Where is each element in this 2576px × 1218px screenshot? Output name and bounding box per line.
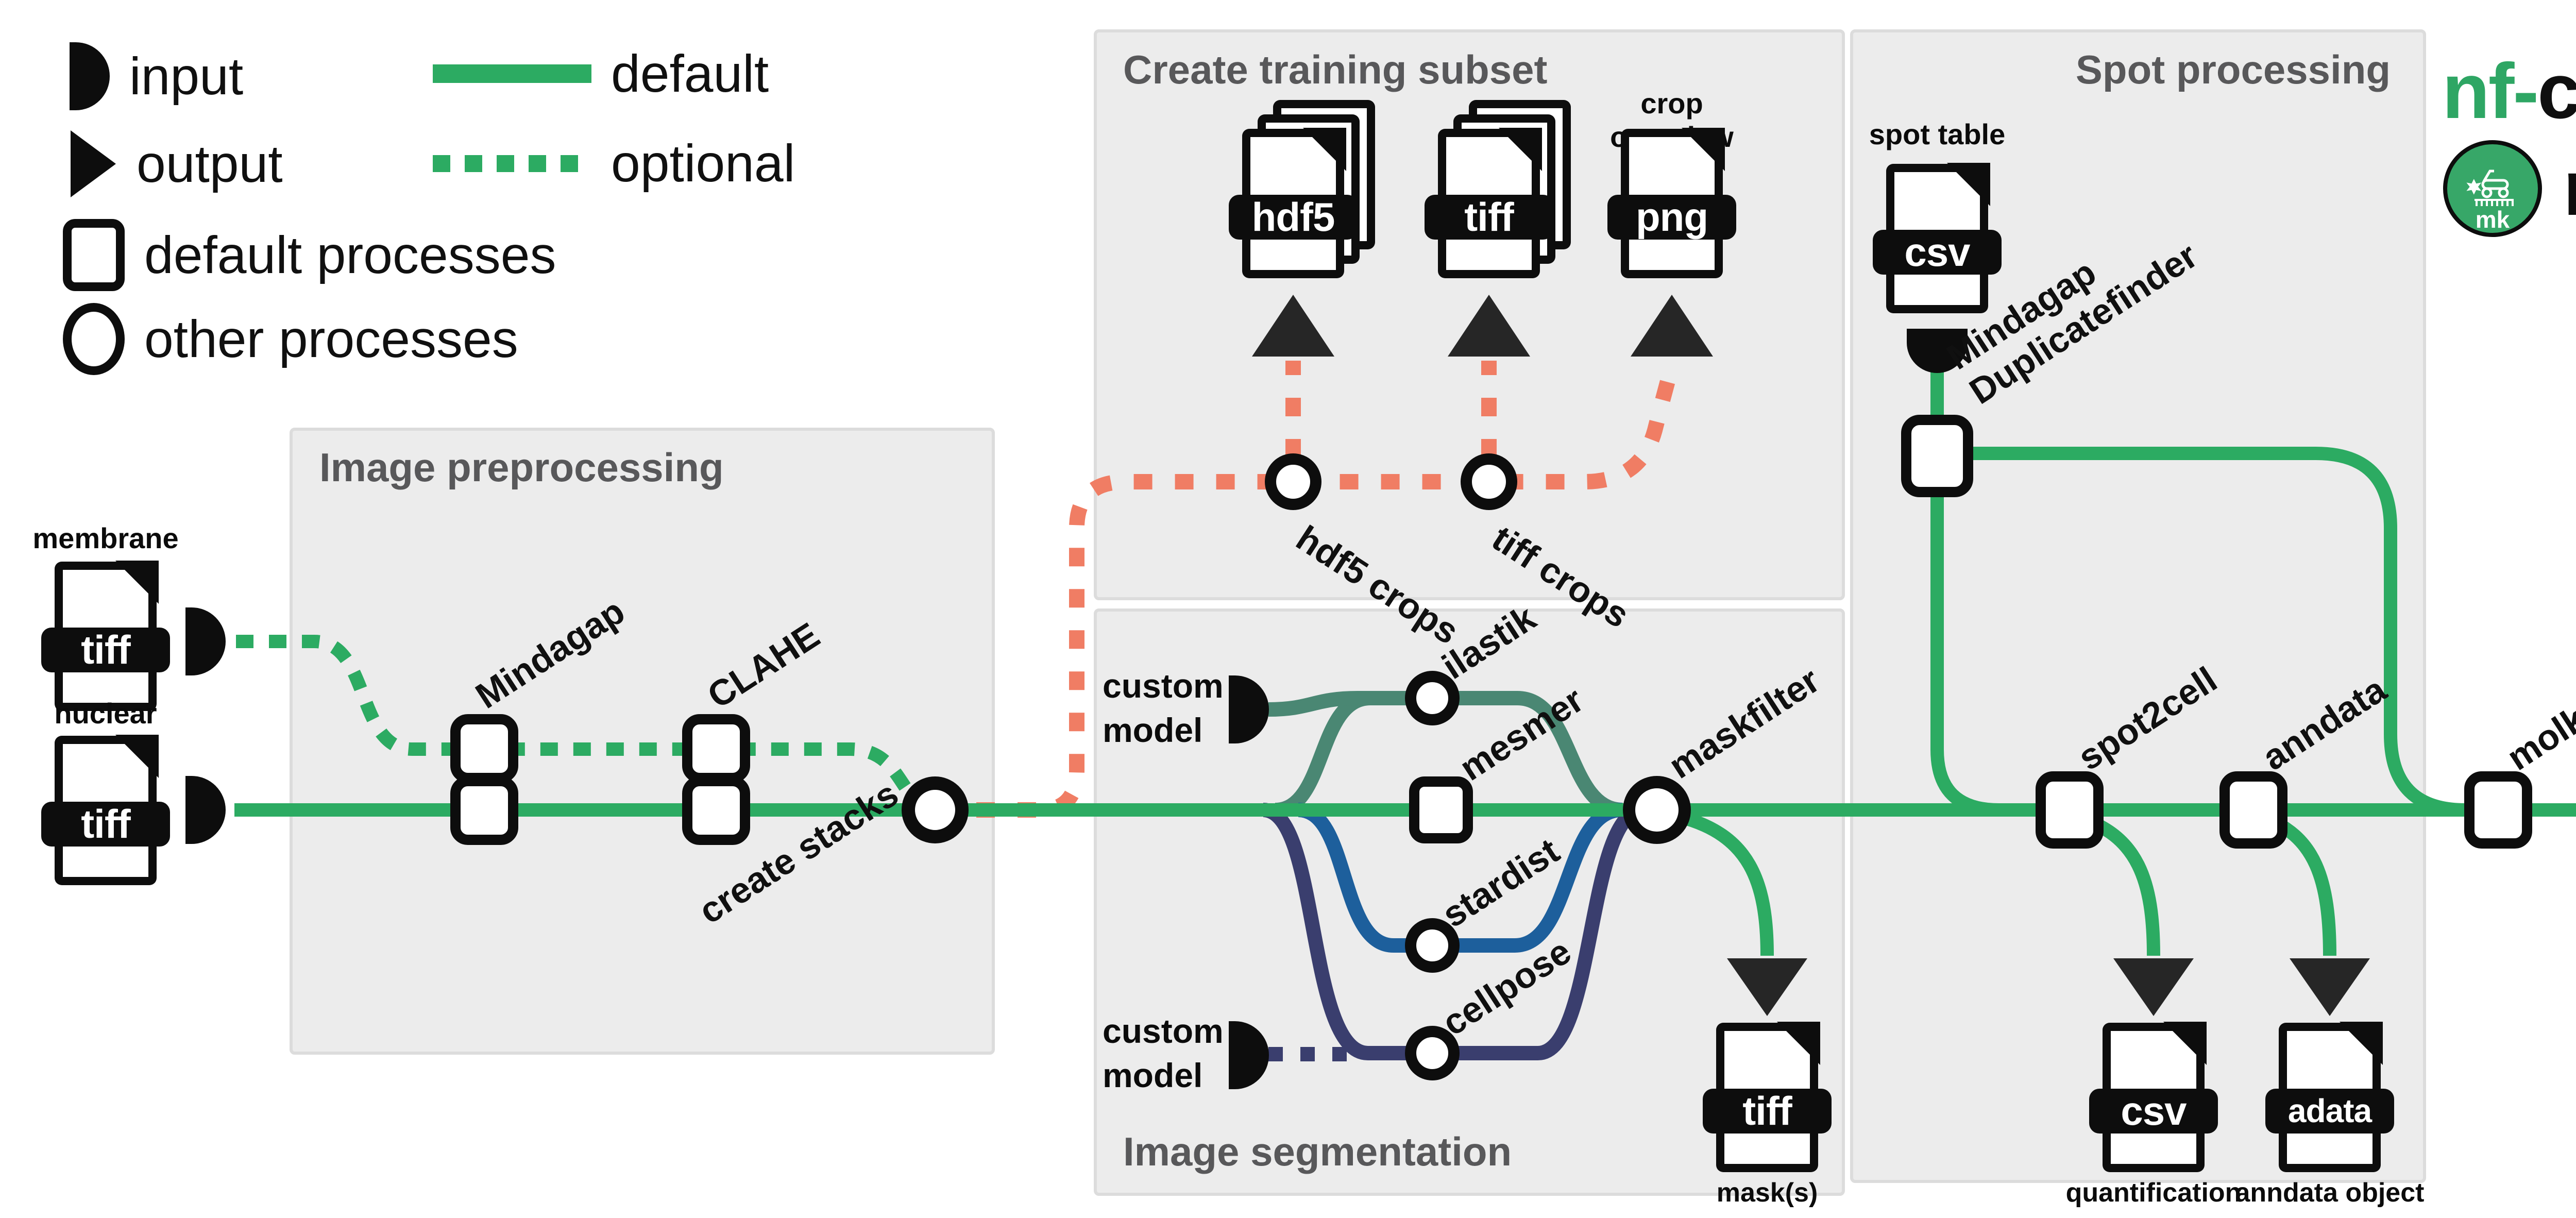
mk-badge-text: mk xyxy=(2475,206,2510,233)
title-image-segmentation: Image segmentation xyxy=(1123,1129,1512,1174)
node-molkartqc xyxy=(2464,771,2532,849)
mask-label: mask(s) xyxy=(1716,1178,1818,1208)
node-maskfilter xyxy=(1623,776,1691,844)
other-process-icon xyxy=(63,303,125,375)
png-file-ext: png xyxy=(1636,194,1708,240)
legend-other-processes-label: other processes xyxy=(144,309,518,368)
legend-row-default-line: default xyxy=(433,44,769,103)
mk-badge: mk xyxy=(2443,140,2542,237)
node-anndata xyxy=(2219,771,2287,849)
node-create-stacks xyxy=(902,776,969,843)
quantification-file-icon: csv xyxy=(2089,1022,2218,1172)
optional-line-icon xyxy=(433,155,591,172)
node-spot2cell xyxy=(2036,771,2104,849)
nuclear-file-icon: tiff xyxy=(41,735,170,885)
mask-file-icon: tiff xyxy=(1703,1022,1832,1172)
legend-output-label: output xyxy=(137,134,283,193)
legend-row-default-processes: default processes xyxy=(63,219,556,291)
custom-model-bottom-label: custom model xyxy=(1103,1012,1224,1094)
legend-input-label: input xyxy=(129,46,244,106)
node-mindagap-bottom xyxy=(450,776,518,845)
quantification-file-ext: csv xyxy=(2121,1088,2187,1134)
mower-icon xyxy=(2466,170,2514,206)
node-duplicatefinder xyxy=(1901,415,1973,497)
node-ilastik xyxy=(1405,671,1460,725)
spot-table-label: spot table xyxy=(1869,118,2006,150)
membrane-file-ext: tiff xyxy=(81,627,131,672)
node-stardist xyxy=(1405,918,1460,973)
node-hdf5-crops xyxy=(1265,453,1321,510)
nuclear-label: nuclear xyxy=(54,697,157,730)
edge-stardist xyxy=(1297,803,1623,953)
logo-molkart: molkart xyxy=(2563,143,2576,233)
node-mindagap-top xyxy=(450,714,518,783)
output-arrow-png xyxy=(1631,295,1713,357)
output-arrow-anndata xyxy=(2290,958,2370,1016)
logo-nf-green: nf- xyxy=(2442,47,2539,135)
edge-ilastik xyxy=(1268,691,1624,817)
membrane-file-icon: tiff xyxy=(41,561,170,711)
legend-optional-label: optional xyxy=(611,133,795,193)
edge-duplicatefinder-down xyxy=(1930,489,1999,817)
node-tiff-crops xyxy=(1461,453,1517,510)
tiff-crops-file-ext: tiff xyxy=(1464,194,1514,240)
membrane-label: membrane xyxy=(32,522,179,554)
legend-row-optional-line: optional xyxy=(433,133,795,193)
edge-duplicatefinder-right xyxy=(1970,447,2466,817)
legend-default-processes-label: default processes xyxy=(144,225,556,284)
spot-table-file-icon: csv xyxy=(1873,163,2002,313)
legend-row-output: output xyxy=(70,128,283,200)
output-arrow-hdf5 xyxy=(1252,295,1334,357)
spot-table-file-ext: csv xyxy=(1904,229,1970,275)
logo-nf-core: nf-core/ xyxy=(2442,46,2576,137)
node-clahe-bottom xyxy=(682,776,750,845)
anndata-object-label: anndata object xyxy=(2235,1178,2425,1208)
title-create-training-subset: Create training subset xyxy=(1123,47,1548,92)
output-arrow-mask xyxy=(1727,958,1807,1016)
nuclear-file-ext: tiff xyxy=(81,801,131,847)
default-process-icon xyxy=(63,219,125,291)
quantification-label: quantification xyxy=(2065,1178,2242,1208)
logo-core-black: core/ xyxy=(2537,47,2576,135)
title-image-preprocessing: Image preprocessing xyxy=(319,445,724,490)
legend-default-label: default xyxy=(611,44,769,103)
input-icon xyxy=(70,42,110,110)
hdf5-crops-file-icon: hdf5 xyxy=(1229,100,1375,278)
custom-model-top-label: custom model xyxy=(1103,667,1224,749)
legend-row-other-processes: other processes xyxy=(63,303,518,375)
edge-training-subset xyxy=(935,367,1679,818)
legend-row-input: input xyxy=(70,40,243,112)
node-mesmer xyxy=(1409,776,1473,843)
title-spot-processing: Spot processing xyxy=(2075,47,2391,92)
node-clahe-top xyxy=(682,714,750,783)
png-file-icon: png xyxy=(1607,128,1736,278)
anndata-file-icon: adata xyxy=(2265,1022,2394,1172)
output-icon xyxy=(71,130,116,197)
node-cellpose xyxy=(1405,1026,1460,1080)
edge-maskfilter-out xyxy=(1677,810,1774,956)
anndata-file-ext: adata xyxy=(2287,1092,2372,1130)
box-image-preprocessing xyxy=(290,428,995,1055)
default-line-icon xyxy=(433,64,591,83)
hdf5-file-ext: hdf5 xyxy=(1251,194,1335,240)
output-arrow-tiff-crops xyxy=(1448,295,1530,357)
mask-file-ext: tiff xyxy=(1742,1088,1792,1134)
output-arrow-quantification xyxy=(2113,958,2194,1016)
edge-membrane-optional xyxy=(236,635,932,815)
tiff-crops-file-icon: tiff xyxy=(1425,100,1571,278)
